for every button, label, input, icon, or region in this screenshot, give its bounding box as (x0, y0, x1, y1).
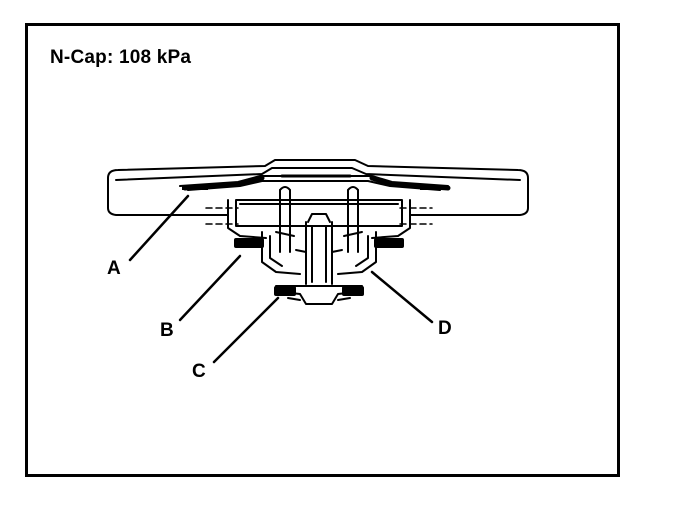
leader-b (178, 254, 242, 322)
vacuum-seal-left (274, 286, 296, 296)
spring-rods (275, 186, 363, 253)
leader-lines (128, 194, 434, 364)
upper-gasket-left (182, 185, 208, 190)
upper-gasket-right (420, 185, 446, 190)
vacuum-seal-right (342, 286, 364, 296)
cap-body (227, 199, 411, 275)
leader-a (128, 194, 190, 262)
callout-b: B (160, 320, 174, 341)
main-seal-left (234, 238, 264, 248)
figure-title: N-Cap: 108 kPa (50, 47, 192, 68)
callout-c: C (192, 361, 206, 382)
valve-stem (295, 213, 343, 285)
callout-d: D (438, 318, 452, 339)
main-seal-right (374, 238, 404, 248)
gasket-blocks (182, 185, 446, 296)
reference-dashes (205, 207, 433, 225)
cap-shell (107, 159, 529, 216)
leader-c (212, 296, 280, 364)
leader-d (370, 270, 434, 324)
callout-a: A (107, 258, 121, 279)
figure-frame: N-Cap: 108 kPa (25, 23, 620, 477)
